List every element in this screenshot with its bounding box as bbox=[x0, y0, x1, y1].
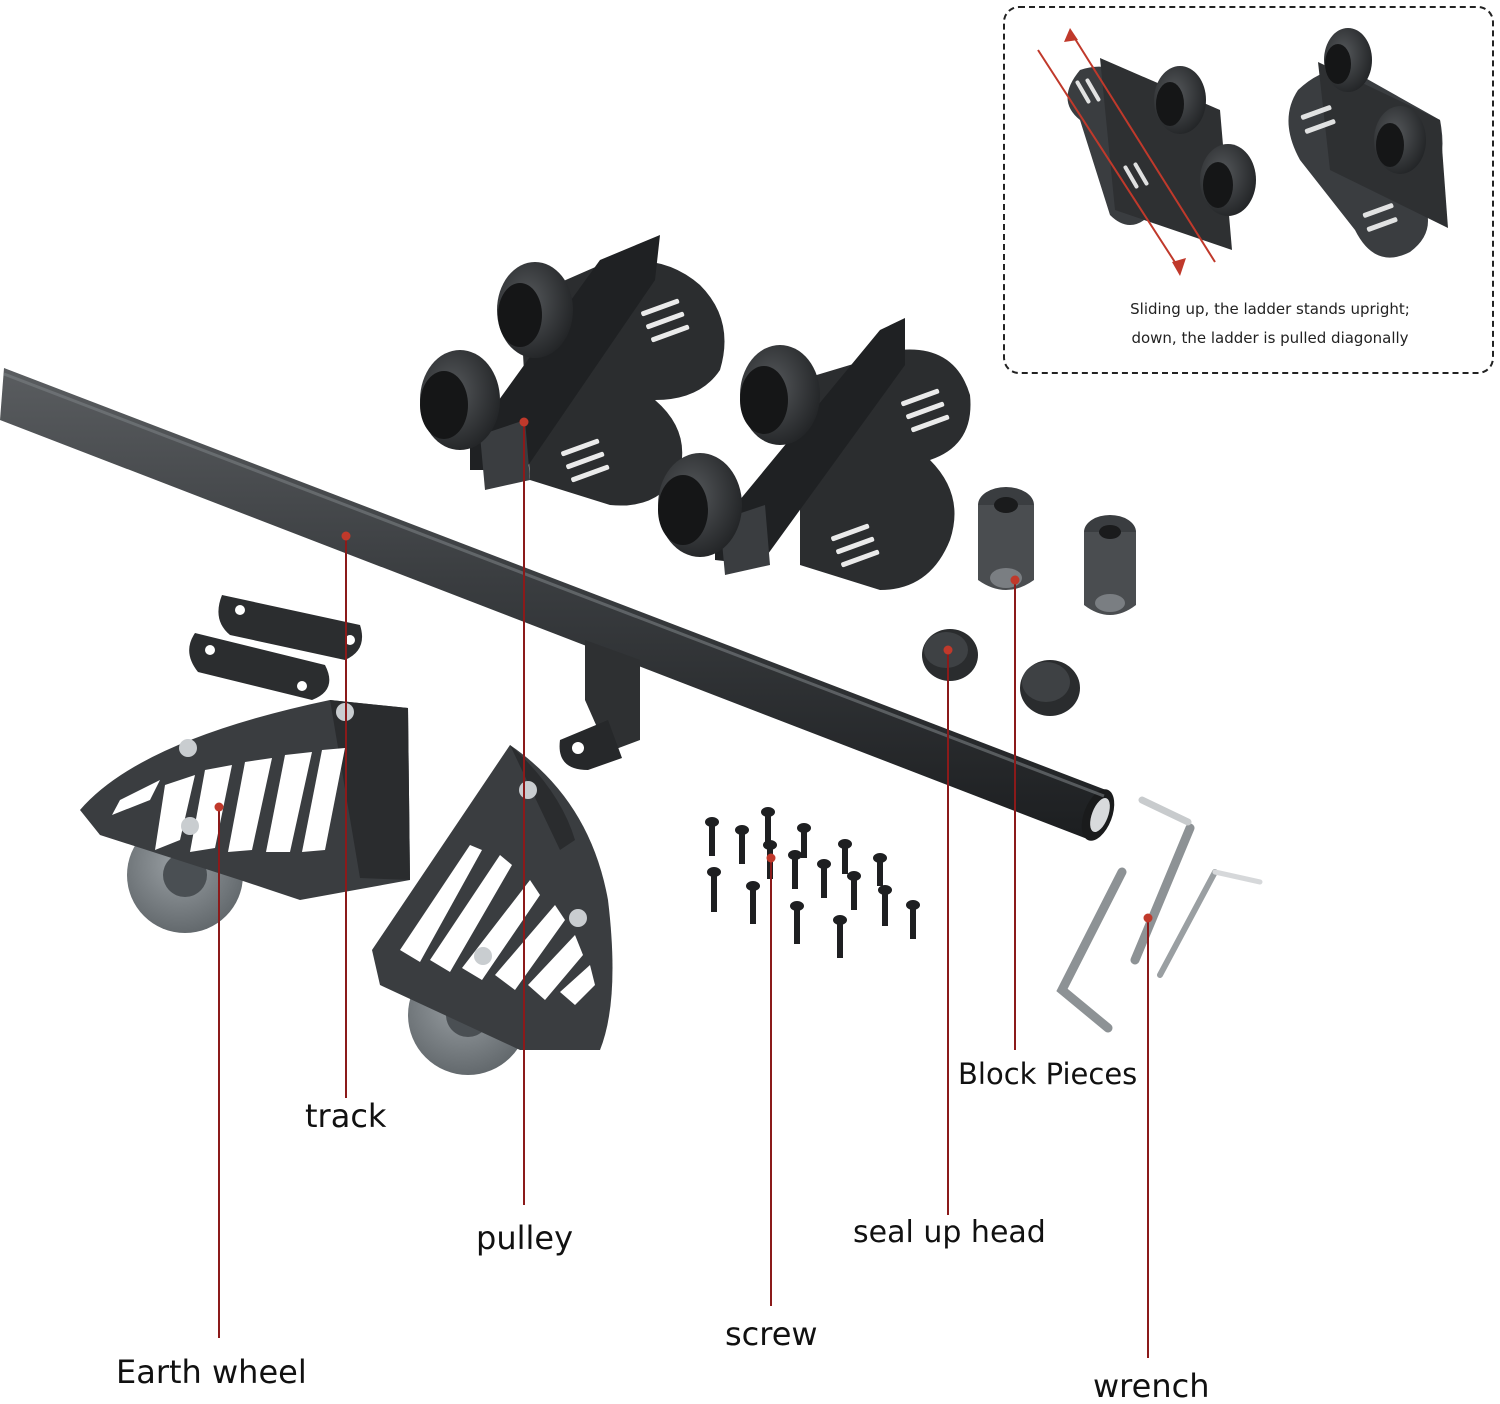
inset-illustration bbox=[1037, 28, 1448, 276]
pulley-assembly-1 bbox=[420, 235, 725, 506]
seal-up-heads bbox=[922, 629, 1080, 716]
pulley-assembly-2 bbox=[658, 318, 971, 590]
screws-set bbox=[705, 807, 920, 958]
label-earth-wheel: Earth wheel bbox=[116, 1353, 307, 1391]
label-screw: screw bbox=[725, 1315, 818, 1353]
inset-panel bbox=[1003, 6, 1494, 374]
leader-lines bbox=[218, 422, 1149, 1358]
label-wrench: wrench bbox=[1093, 1367, 1210, 1404]
wrenches bbox=[1056, 796, 1263, 1033]
inset-caption-line-2: down, the ladder is pulled diagonally bbox=[1131, 329, 1409, 347]
label-track: track bbox=[305, 1097, 387, 1135]
label-seal-up-head: seal up head bbox=[853, 1215, 1046, 1250]
leader-dots bbox=[214, 417, 1153, 923]
block-pieces bbox=[978, 487, 1136, 615]
earth-wheel-2 bbox=[372, 745, 613, 1075]
track-rail bbox=[0, 368, 1115, 841]
label-block-pieces: Block Pieces bbox=[958, 1057, 1138, 1091]
earth-wheel-1 bbox=[80, 595, 410, 933]
label-pulley: pulley bbox=[476, 1219, 573, 1257]
inset-caption-line-1: Sliding up, the ladder stands upright; bbox=[1130, 300, 1410, 318]
